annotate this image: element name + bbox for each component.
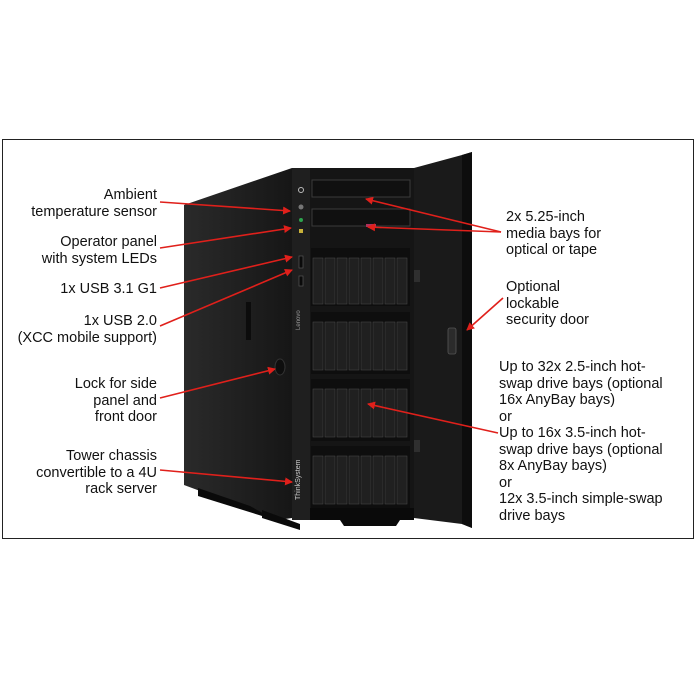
side-lock: [274, 358, 286, 376]
label-usb20: 1x USB 2.0 (XCC mobile support): [17, 313, 157, 346]
front-control-strip: [292, 168, 310, 520]
arrow-usb20: [159, 269, 293, 327]
door-hinge: [414, 440, 420, 452]
arrow-ambient: [159, 201, 291, 215]
chassis-foot: [262, 510, 300, 530]
arrow-door: [466, 297, 504, 331]
media-bay: [311, 179, 411, 198]
id-led-icon: [299, 229, 303, 233]
arrow-tower: [159, 469, 293, 486]
arrow-media-1: [365, 196, 502, 233]
power-led-icon: [298, 204, 304, 210]
usb-31-port-icon: [298, 255, 304, 269]
label-drive-bays: Up to 32x 2.5-inch hot- swap drive bays …: [499, 359, 663, 524]
drive-cage-4: [311, 446, 410, 508]
label-tower-chassis: Tower chassis convertible to a 4U rack s…: [36, 448, 157, 497]
label-usb31: 1x USB 3.1 G1: [60, 281, 157, 297]
label-media-bays: 2x 5.25-inch media bays for optical or t…: [506, 209, 602, 258]
drive-cage-1: [311, 248, 410, 306]
arrow-lock: [159, 366, 276, 399]
door-hinge: [414, 270, 420, 282]
front-foot: [340, 520, 400, 526]
side-brand-text: Lenovo: [296, 310, 302, 330]
label-ambient-sensor: Ambient temperature sensor: [31, 187, 157, 220]
media-bay: [311, 208, 411, 227]
chassis-side-panel: [184, 168, 292, 520]
security-door-edge: [462, 152, 472, 528]
security-door: [414, 152, 472, 528]
door-lock-bracket: [447, 327, 457, 355]
drive-cage-2: [311, 312, 410, 374]
front-brand-text: ThinkSystem: [295, 459, 302, 500]
label-security-door: Optional lockable security door: [506, 279, 590, 328]
arrow-operator: [159, 225, 292, 249]
label-operator-panel: Operator panel with system LEDs: [41, 234, 157, 267]
arrow-usb31: [159, 254, 293, 289]
temperature-sensor-icon: [298, 187, 304, 193]
chassis-foot: [198, 488, 275, 520]
usb-20-port-icon: [298, 275, 304, 287]
status-led-icon: [299, 218, 303, 222]
side-panel-handle: [246, 302, 251, 340]
arrow-media-2: [367, 223, 502, 233]
front-base: [310, 508, 414, 520]
label-lock: Lock for side panel and front door: [74, 376, 157, 425]
arrow-drives: [367, 401, 499, 434]
